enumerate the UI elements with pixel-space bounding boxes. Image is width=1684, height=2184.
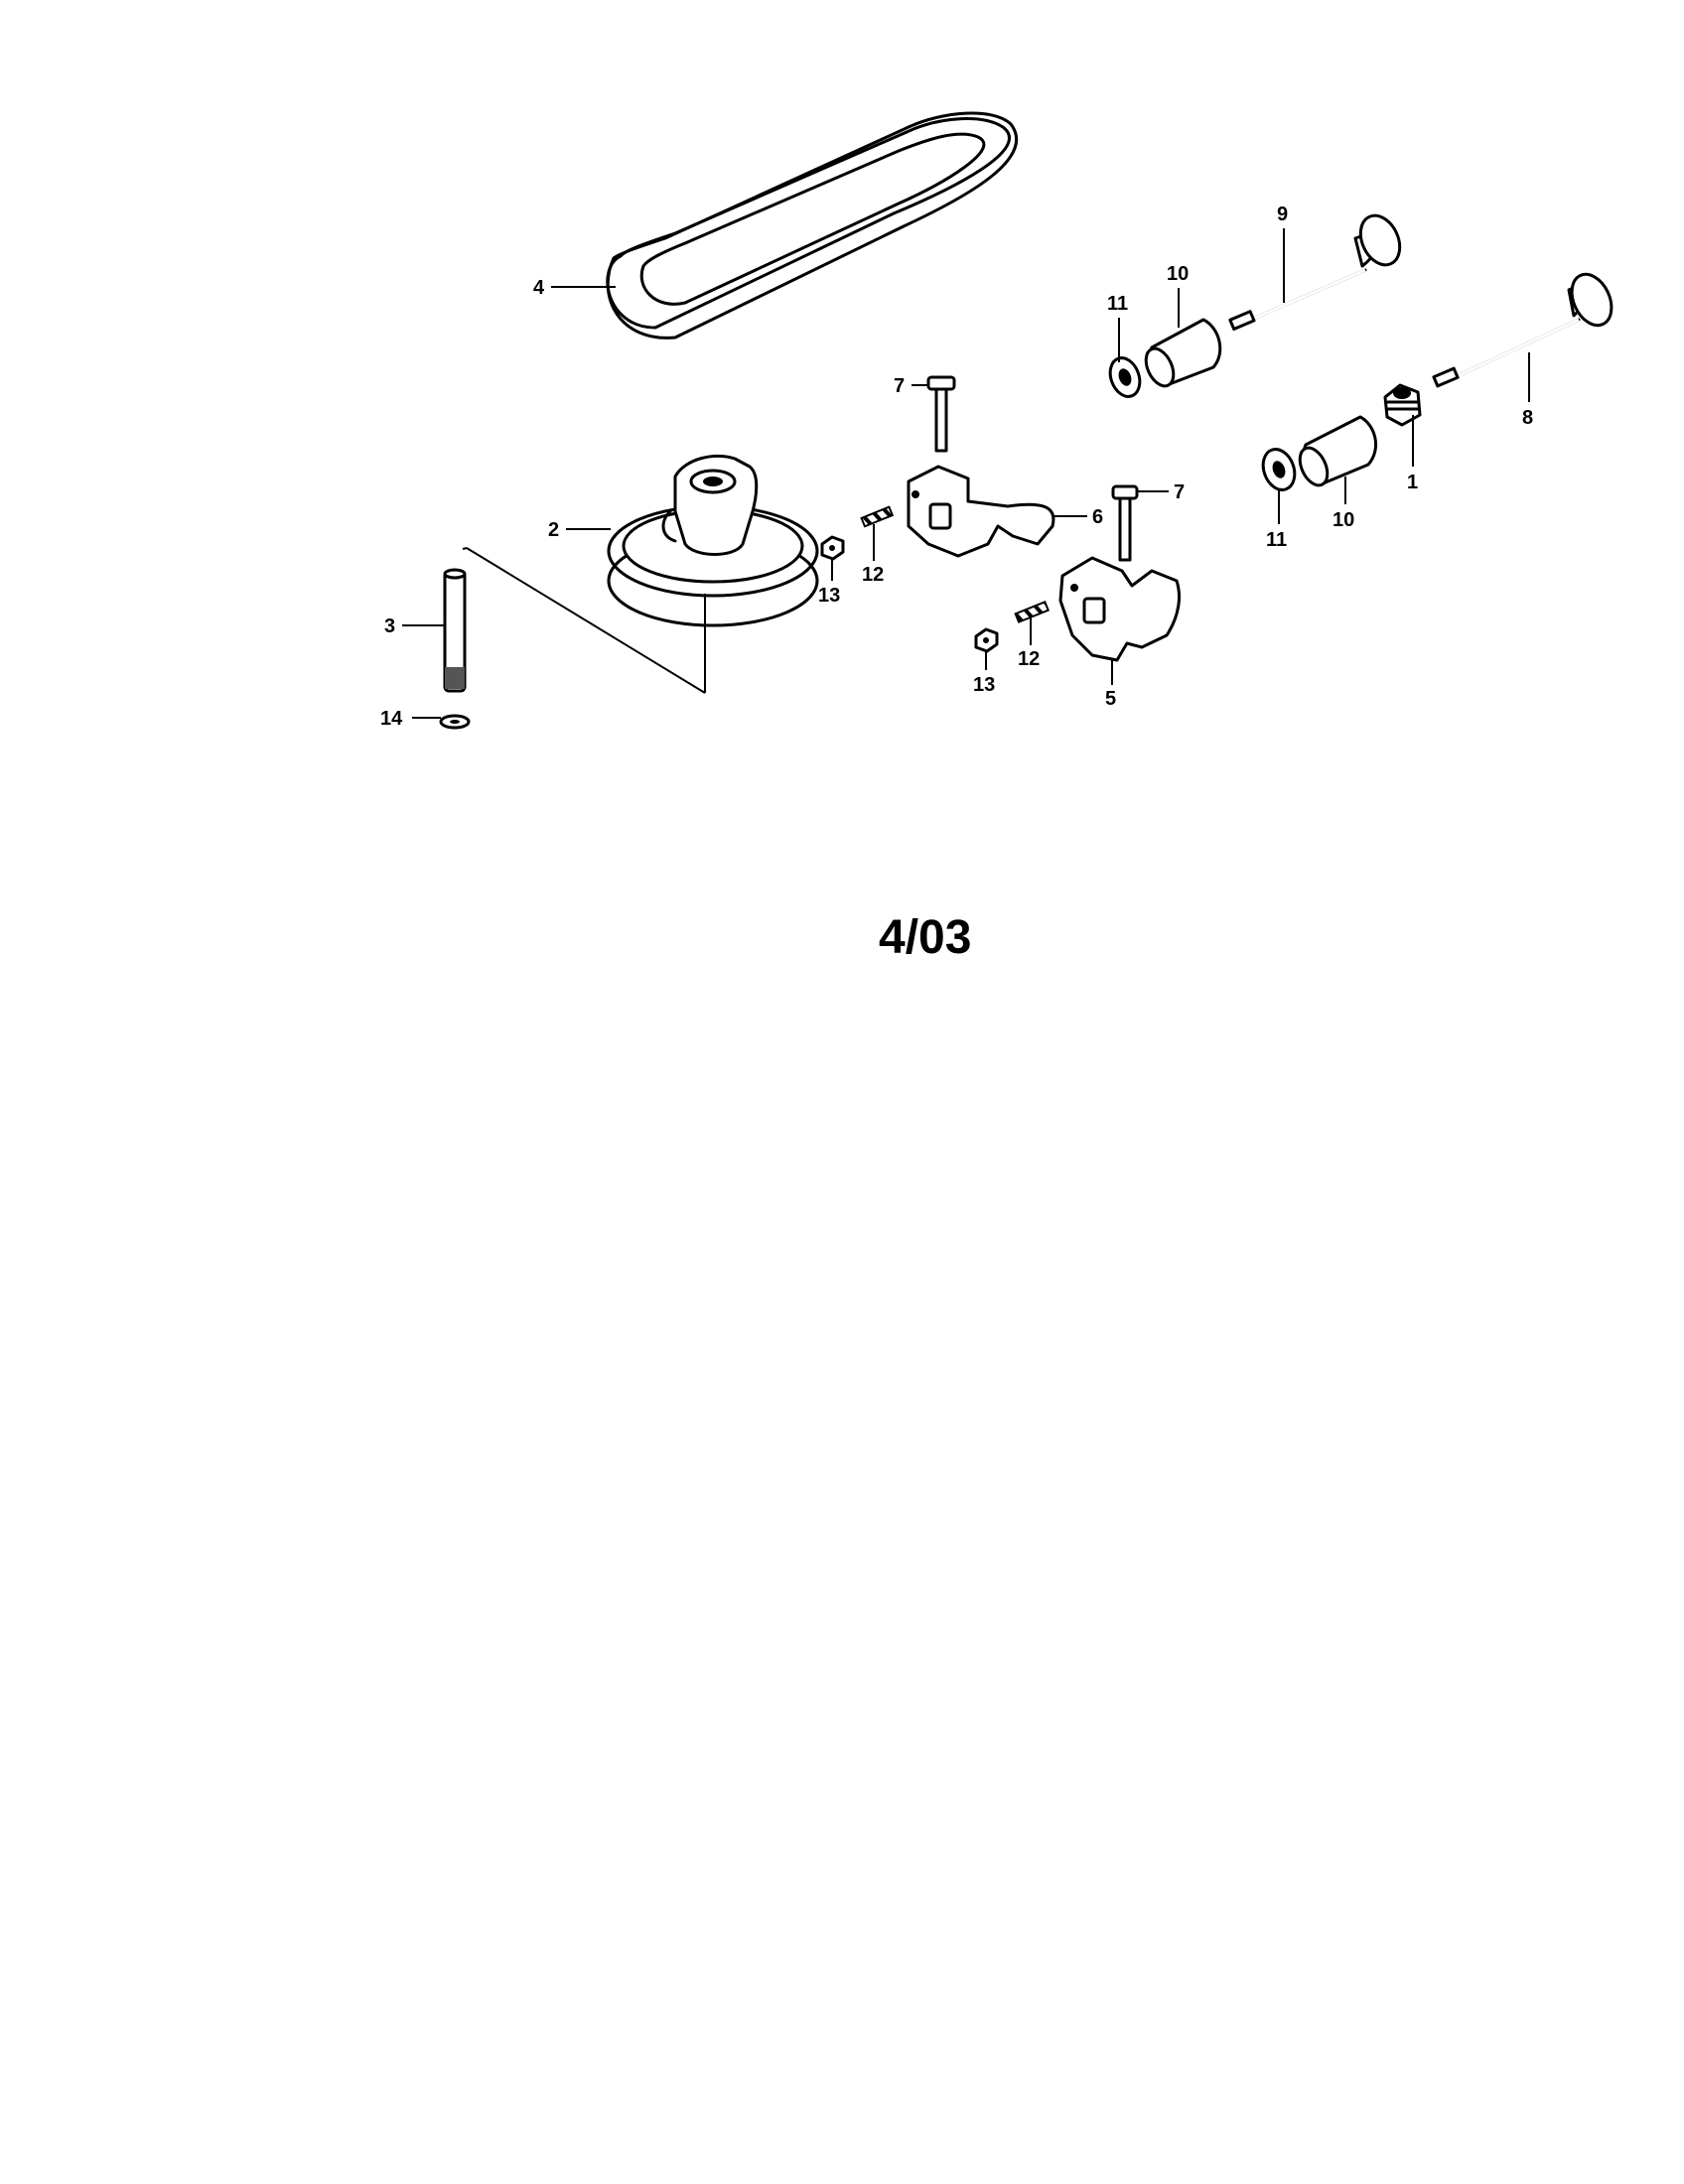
label-part-1: 1 [1407,472,1418,493]
label-part-10-lower: 10 [1333,509,1354,531]
label-part-12-lower: 12 [1018,648,1040,670]
adjust-screw-upper [860,505,895,528]
label-part-8: 8 [1522,407,1533,429]
label-part-11-lower: 11 [1266,529,1287,551]
rocker-arm-upper [907,465,1055,558]
washer [439,714,471,730]
spring-retainer-upper [1108,356,1142,398]
valve-stem-seal [1383,383,1422,427]
label-part-13-upper: 13 [818,585,840,607]
lock-nut-lower [974,627,999,653]
page-number: 4/03 [879,911,971,964]
rocker-bolt-upper [926,375,956,453]
label-part-7-lower: 7 [1174,481,1185,503]
label-part-11-upper: 11 [1107,293,1128,315]
label-part-10-upper: 10 [1167,263,1189,285]
valve-spring-upper [1144,318,1222,388]
rocker-arm-lower [1058,556,1181,662]
label-part-6: 6 [1092,506,1103,528]
label-part-4: 4 [533,277,545,299]
adjust-screw-lower [1014,600,1051,623]
valve-lower [1432,272,1614,388]
label-part-3: 3 [384,615,395,637]
camshaft-pulley [607,454,819,627]
spring-retainer-lower [1261,448,1297,491]
label-part-5: 5 [1105,688,1116,710]
label-part-14: 14 [380,708,403,730]
label-part-9: 9 [1277,204,1288,225]
valve-upper [1228,213,1402,332]
lock-nut-upper [820,535,845,561]
valve-spring-lower [1298,415,1378,487]
timing-belt [606,111,1019,340]
label-part-12-upper: 12 [862,564,884,586]
label-part-7-upper: 7 [894,375,905,397]
camshaft-pin [443,547,706,694]
rocker-bolt-lower [1111,484,1139,562]
label-part-13-lower: 13 [973,674,995,696]
label-part-2: 2 [548,519,559,541]
callout-labels: 4 2 3 14 7 6 7 5 12 13 12 13 9 10 11 8 1… [380,204,1533,730]
leader-lines [402,228,1530,719]
